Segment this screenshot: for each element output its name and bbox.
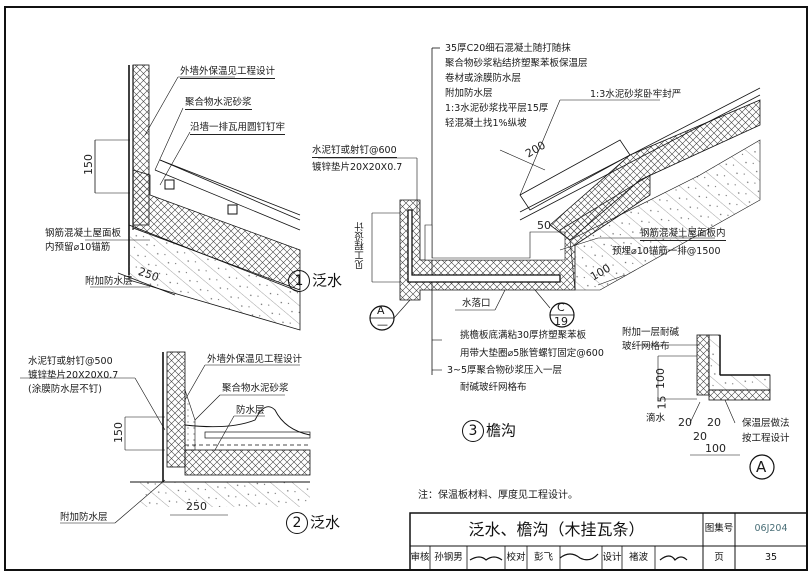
detail2-drawing bbox=[20, 351, 311, 524]
checker-name: 彭飞 bbox=[533, 552, 553, 563]
drawing-title: 泛水、檐沟（木挂瓦条） bbox=[468, 520, 645, 539]
design-note: 注：保温板材料、厚度见工程设计。 bbox=[418, 490, 578, 501]
d3-slab-label-2: 预埋⌀10锚筋一排@1500 bbox=[612, 246, 721, 257]
dA-dim-100v: 100 bbox=[654, 368, 667, 389]
d3-layer-1: 35厚C20细石混凝土随打随抹 bbox=[445, 43, 571, 54]
page-number: 35 bbox=[764, 552, 778, 563]
d3-slab-label-1: 钢筋混凝土屋面板内 bbox=[640, 228, 726, 241]
dA-mesh-label-2: 玻纤网格布 bbox=[622, 341, 670, 352]
d3-soffit-label-1: 挑檐板底满粘30厚挤塑聚苯板 bbox=[460, 330, 587, 341]
detail3-title-text: 檐沟 bbox=[486, 421, 517, 440]
detail3-number: 3 bbox=[462, 420, 484, 442]
dA-dim-20b: 20 bbox=[707, 416, 721, 429]
dA-insul-label-2: 按工程设计 bbox=[742, 433, 790, 444]
detail1-title-text: 泛水 bbox=[312, 271, 343, 290]
d3-ref-c-top: C bbox=[557, 301, 565, 314]
d1-polymer-mortar-label: 聚合物水泥砂浆 bbox=[185, 97, 252, 110]
d3-ref-c-bottom: 19 bbox=[554, 315, 568, 328]
reviewer-signature bbox=[469, 556, 503, 561]
detail2-title-text: 泛水 bbox=[310, 513, 341, 532]
detail3-drawing bbox=[318, 47, 761, 375]
design-label: 设计 bbox=[602, 552, 622, 563]
d2-nail-label-3: (涂膜防水层不钉) bbox=[28, 384, 102, 395]
designer-name: 褚波 bbox=[628, 552, 648, 563]
d3-layer-5: 1:3水泥砂浆找平层15厚 bbox=[445, 103, 549, 114]
d3-nail-label-1: 水泥钉或射钉@600 bbox=[312, 145, 397, 158]
detail2-number: 2 bbox=[286, 512, 308, 534]
d3-dim-50: 50 bbox=[537, 219, 551, 232]
d3-layer-2: 聚合物砂浆粘结挤塑聚苯板保温层 bbox=[445, 58, 588, 69]
d3-design-height-label: 见工程设计 bbox=[355, 222, 366, 270]
reviewer-name: 孙钢男 bbox=[434, 552, 463, 563]
d3-drain-label: 水落口 bbox=[462, 298, 491, 309]
detailA-label: A bbox=[756, 458, 767, 476]
page-label: 页 bbox=[714, 552, 724, 563]
dA-mesh-label-1: 附加一层耐碱 bbox=[622, 327, 680, 338]
d3-layer-4: 附加防水层 bbox=[445, 88, 493, 99]
d3-mortar-seal-label: 1:3水泥砂浆卧牢封严 bbox=[590, 89, 682, 100]
d3-layer-3: 卷材或涂膜防水层 bbox=[445, 73, 522, 84]
detailA-drawing bbox=[640, 334, 775, 480]
dA-dim-20c: 20 bbox=[693, 430, 707, 443]
d3-layer-6: 轻混凝土找1%纵坡 bbox=[445, 118, 527, 129]
dA-dim-15: 15 bbox=[655, 395, 669, 410]
d2-waterproof-label: 防水层 bbox=[236, 405, 265, 416]
d3-nail-label-2: 镀锌垫片20X20X0.7 bbox=[312, 162, 403, 173]
dA-insul-label-1: 保温层做法 bbox=[742, 418, 790, 429]
d3-soffit-label-2: 用带大垫圈⌀5胀管螺钉固定@600 bbox=[460, 348, 604, 359]
dA-drip-label: 滴水 bbox=[646, 413, 666, 424]
d2-extra-waterproof-label: 附加防水层 bbox=[60, 512, 108, 523]
atlas-label: 图集号 bbox=[704, 523, 734, 534]
detail1-drawing bbox=[85, 64, 301, 331]
sheet-frame bbox=[4, 6, 808, 571]
atlas-value: 06J204 bbox=[754, 523, 788, 534]
check-label: 校对 bbox=[506, 552, 526, 563]
dA-dim-20a: 20 bbox=[678, 416, 692, 429]
d2-dim-width: 250 bbox=[186, 500, 207, 513]
d2-nail-label-1: 水泥钉或射钉@500 bbox=[28, 356, 113, 367]
d1-extra-waterproof-label: 附加防水层 bbox=[85, 276, 133, 287]
d1-nail-row-label: 沿墙一排瓦用圆钉钉牢 bbox=[190, 122, 286, 135]
d2-polymer-mortar-label: 聚合物水泥砂浆 bbox=[222, 383, 289, 394]
d1-slab-label-2: 内预留⌀10锚筋 bbox=[45, 242, 111, 253]
d3-ref-a-top: A bbox=[377, 304, 385, 317]
checker-signature bbox=[559, 553, 599, 561]
d2-nail-label-2: 镀锌垫片20X20X0.7 bbox=[28, 370, 119, 381]
d2-dim-height: 150 bbox=[112, 422, 125, 443]
d3-ref-a-bottom: — bbox=[377, 318, 388, 331]
detail1-number: 1 bbox=[288, 270, 310, 292]
review-label: 审核 bbox=[410, 552, 430, 563]
d3-mesh-label-1: 3~5厚聚合物砂浆压入一层 bbox=[447, 365, 563, 376]
designer-signature bbox=[659, 555, 688, 561]
d3-mesh-label-2: 耐碱玻纤网格布 bbox=[460, 382, 527, 393]
d1-slab-label-1: 钢筋混凝土屋面板 bbox=[45, 228, 122, 239]
title-block-lines bbox=[409, 512, 808, 571]
dA-dim-100h: 100 bbox=[705, 442, 726, 455]
d2-wall-insulation-label: 外墙外保温见工程设计 bbox=[207, 354, 303, 365]
d1-wall-insulation-label: 外墙外保温见工程设计 bbox=[180, 66, 276, 79]
d1-dim-height: 150 bbox=[82, 154, 95, 175]
